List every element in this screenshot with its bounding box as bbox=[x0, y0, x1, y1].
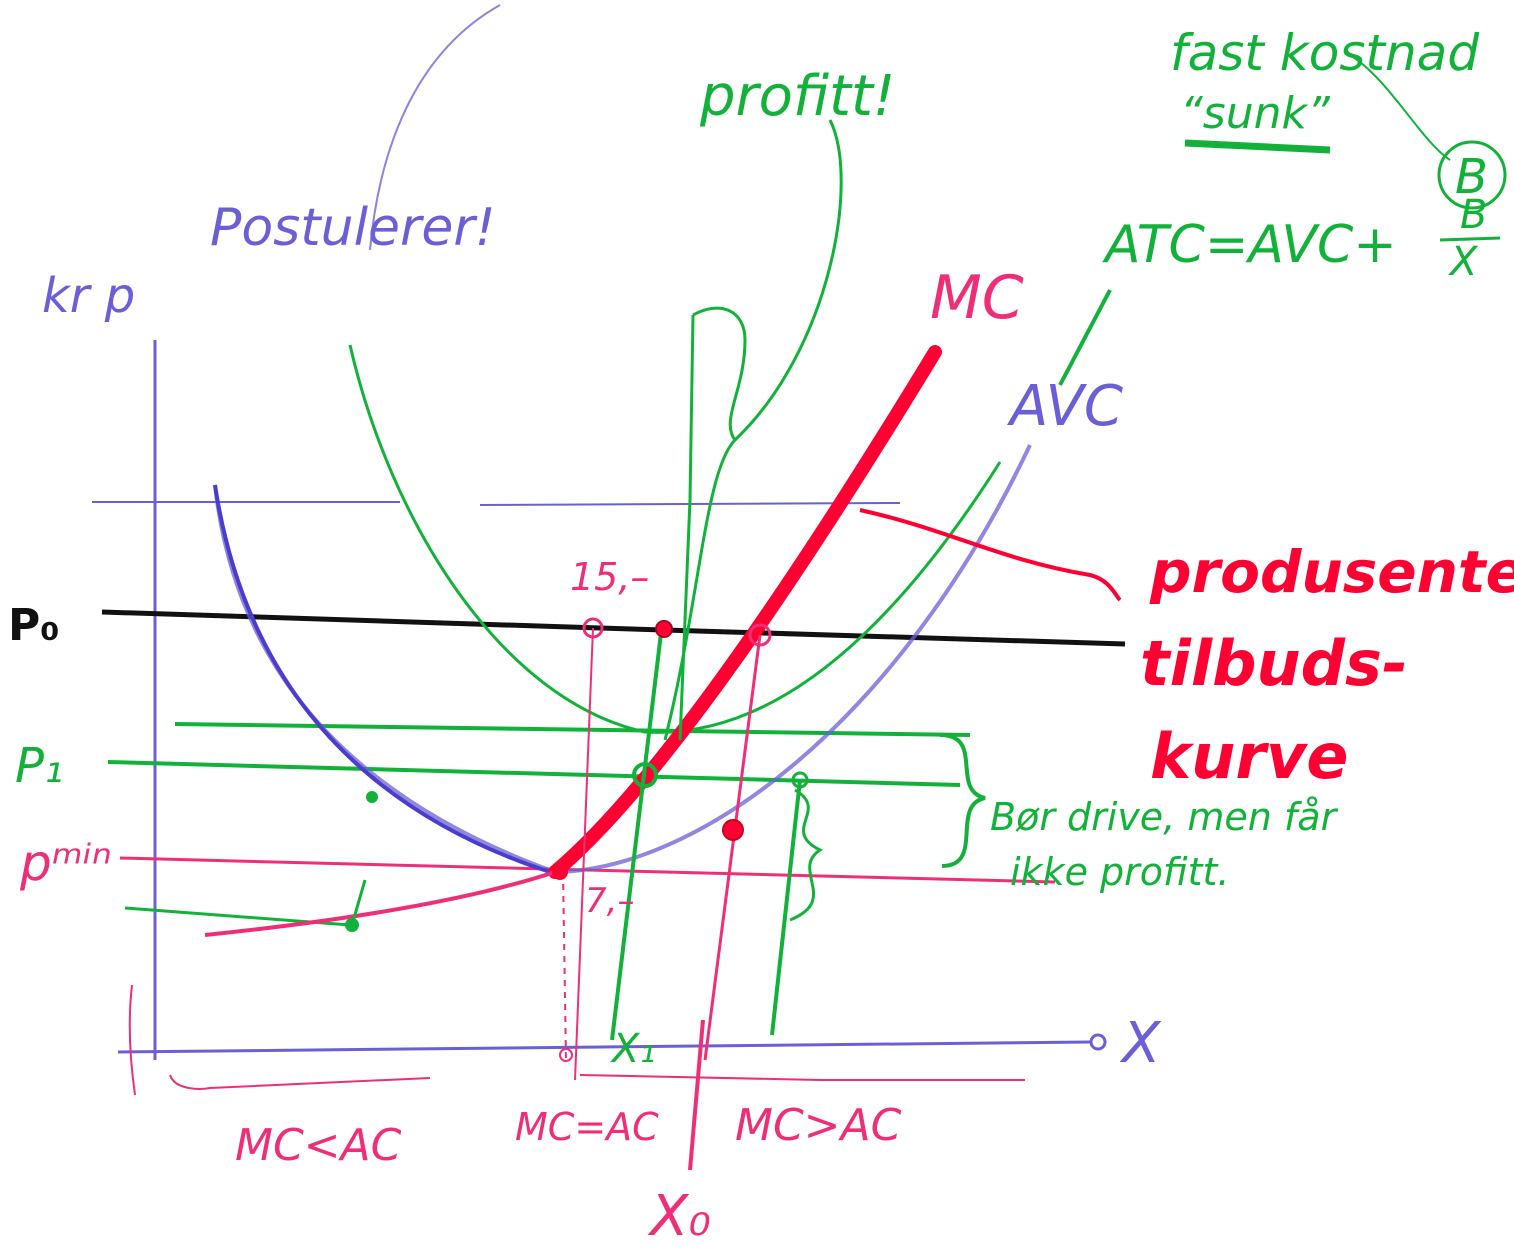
supply-label-line2: tilbuds- bbox=[1140, 627, 1408, 700]
dot-x1-p0 bbox=[655, 620, 673, 638]
bor-drive-line1: Bør drive, men får bbox=[990, 795, 1339, 839]
seven-label: 7,– bbox=[585, 881, 634, 921]
p1-price-line bbox=[107, 760, 961, 787]
curly-brace bbox=[939, 733, 986, 868]
supply-label-line1: produsentens bbox=[1149, 538, 1514, 606]
atc-label-pointer bbox=[1058, 289, 1112, 386]
x-axis-label: X bbox=[1119, 1011, 1162, 1076]
region-brace-right bbox=[579, 1074, 1025, 1081]
supply-label-line3: kurve bbox=[1150, 720, 1348, 793]
dot-mc-atc bbox=[722, 819, 744, 841]
x1-label: X₁ bbox=[610, 1026, 655, 1072]
b-circle bbox=[1437, 140, 1507, 210]
atc-fraction-bar bbox=[1439, 236, 1501, 242]
avc-curve-label: AVC bbox=[1007, 374, 1123, 439]
dot-pmin bbox=[552, 864, 568, 880]
atc-numerator: B bbox=[1460, 192, 1487, 238]
pmin-label: pᵐⁱⁿ bbox=[19, 834, 112, 892]
x0-label: X₀ bbox=[647, 1184, 711, 1249]
x-axis bbox=[117, 1040, 1091, 1054]
bor-drive-line2: ikke profitt. bbox=[1010, 850, 1229, 894]
dot-axis-mc-ac bbox=[559, 1048, 573, 1062]
dot-x0-p0 bbox=[748, 623, 772, 647]
region-left-label: MC<AC bbox=[235, 1120, 402, 1171]
b-circle-label: B bbox=[1455, 149, 1488, 205]
x0-tick bbox=[688, 1019, 705, 1171]
postulerer-pointer bbox=[369, 4, 501, 251]
mc-curve-label: MC bbox=[930, 263, 1024, 333]
mc-curve bbox=[548, 345, 942, 879]
vertical-15-line bbox=[574, 627, 594, 1081]
atc-min-price-line bbox=[174, 722, 971, 737]
dot-atc-min bbox=[632, 762, 658, 788]
sunk-underline bbox=[1184, 139, 1331, 154]
p1-label: P₁ bbox=[15, 738, 63, 794]
supply-pointer bbox=[859, 508, 1122, 602]
region-brace-left-edge bbox=[128, 984, 136, 1096]
atc-formula: ATC=AVC+ bbox=[1102, 215, 1397, 275]
p0-price-line bbox=[101, 609, 1126, 647]
dot-right-green bbox=[791, 771, 809, 789]
x-axis-arrow-end bbox=[1089, 1033, 1107, 1051]
avc-left-branch bbox=[213, 484, 551, 874]
vertical-mc-eq-ac bbox=[562, 871, 567, 1061]
postulerer-label: Postulerer! bbox=[210, 198, 496, 258]
atc-denominator: X bbox=[1448, 239, 1479, 285]
fast-kostnad-label: fast kostnad bbox=[1170, 24, 1479, 82]
sunk-pointer bbox=[1349, 54, 1451, 161]
sunk-label: “sunk” bbox=[1180, 88, 1331, 139]
profitt-label: profitt! bbox=[699, 64, 895, 129]
fifteen-label: 15,– bbox=[570, 555, 649, 599]
dot-15 bbox=[582, 617, 604, 639]
region-right-label: MC>AC bbox=[735, 1100, 902, 1151]
green-s-bracket bbox=[789, 788, 823, 922]
vertical-right-green bbox=[770, 779, 802, 1036]
region-middle-label: MC=AC bbox=[515, 1105, 659, 1149]
vertical-x1-line bbox=[610, 624, 664, 1041]
pmin-green-tick bbox=[350, 879, 367, 926]
dot-lower-mc bbox=[345, 918, 359, 932]
region-brace-left bbox=[169, 1074, 431, 1090]
p0-label: P₀ bbox=[8, 600, 60, 651]
atc-curve bbox=[348, 344, 1002, 734]
vertical-x0-line bbox=[703, 634, 762, 1061]
mc-lower-branch bbox=[204, 870, 556, 937]
dot-avc-left bbox=[366, 791, 378, 803]
profitt-pointer bbox=[733, 119, 843, 442]
profitt-bracket bbox=[663, 306, 747, 741]
y-axis-label: kr p bbox=[42, 268, 135, 324]
